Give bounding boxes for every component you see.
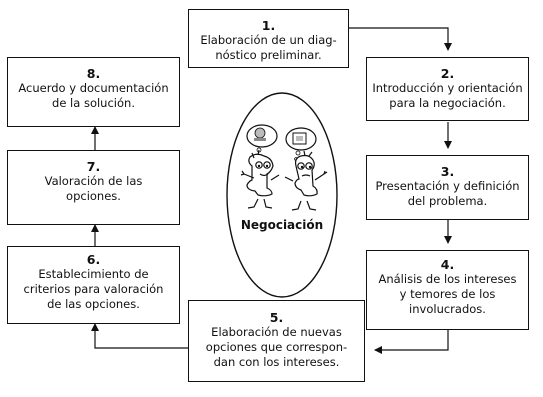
step-8-number: 8.	[86, 66, 101, 81]
step-4-box: 4. Análisis de los intereses y temores d…	[366, 250, 529, 330]
step-6-text: Establecimiento de criterios para valora…	[23, 267, 164, 311]
arrow-4-to-5	[374, 330, 449, 354]
step-4-text: Análisis de los intereses y temores de l…	[378, 272, 517, 316]
center-label: Negociación	[240, 218, 324, 232]
step-1-number: 1.	[261, 18, 276, 33]
step-7-box: 7. Valoración de las opciones.	[7, 150, 180, 225]
step-6-box: 6. Establecimiento de criterios para val…	[7, 246, 180, 324]
speech-bubble-left-icon	[246, 124, 278, 158]
step-7-text: Valoración de las opciones.	[44, 174, 143, 203]
step-1-box: 1. Elaboración de un diag- nóstico preli…	[188, 9, 349, 68]
step-8-box: 8. Acuerdo y documentación de la solució…	[7, 57, 180, 127]
step-5-text: Elaboración de nuevas opciones que corre…	[205, 325, 348, 369]
step-1-text: Elaboración de un diag- nóstico prelimin…	[200, 33, 337, 62]
step-4-number: 4.	[440, 257, 455, 272]
step-5-number: 5.	[269, 310, 284, 325]
step-2-box: 2. Introducción y orientación para la ne…	[366, 57, 529, 121]
cartoon-character-right-icon	[284, 150, 328, 211]
step-3-box: 3. Presentación y definición del problem…	[366, 155, 529, 220]
cartoon-character-left-icon	[240, 149, 280, 209]
step-3-number: 3.	[440, 164, 455, 179]
step-3-text: Presentación y definición del problema.	[375, 179, 520, 208]
negotiation-ellipse	[226, 92, 338, 298]
step-7-number: 7.	[86, 159, 101, 174]
arrow-1-to-2	[349, 27, 452, 51]
step-6-number: 6.	[86, 252, 101, 267]
speech-bubble-right-icon	[285, 127, 317, 161]
step-5-box: 5. Elaboración de nuevas opciones que co…	[188, 300, 365, 382]
step-8-text: Acuerdo y documentación de la solución.	[18, 81, 169, 110]
arrow-5-to-6	[91, 323, 188, 349]
step-2-number: 2.	[440, 66, 455, 81]
step-2-text: Introducción y orientación para la negoc…	[372, 81, 523, 110]
